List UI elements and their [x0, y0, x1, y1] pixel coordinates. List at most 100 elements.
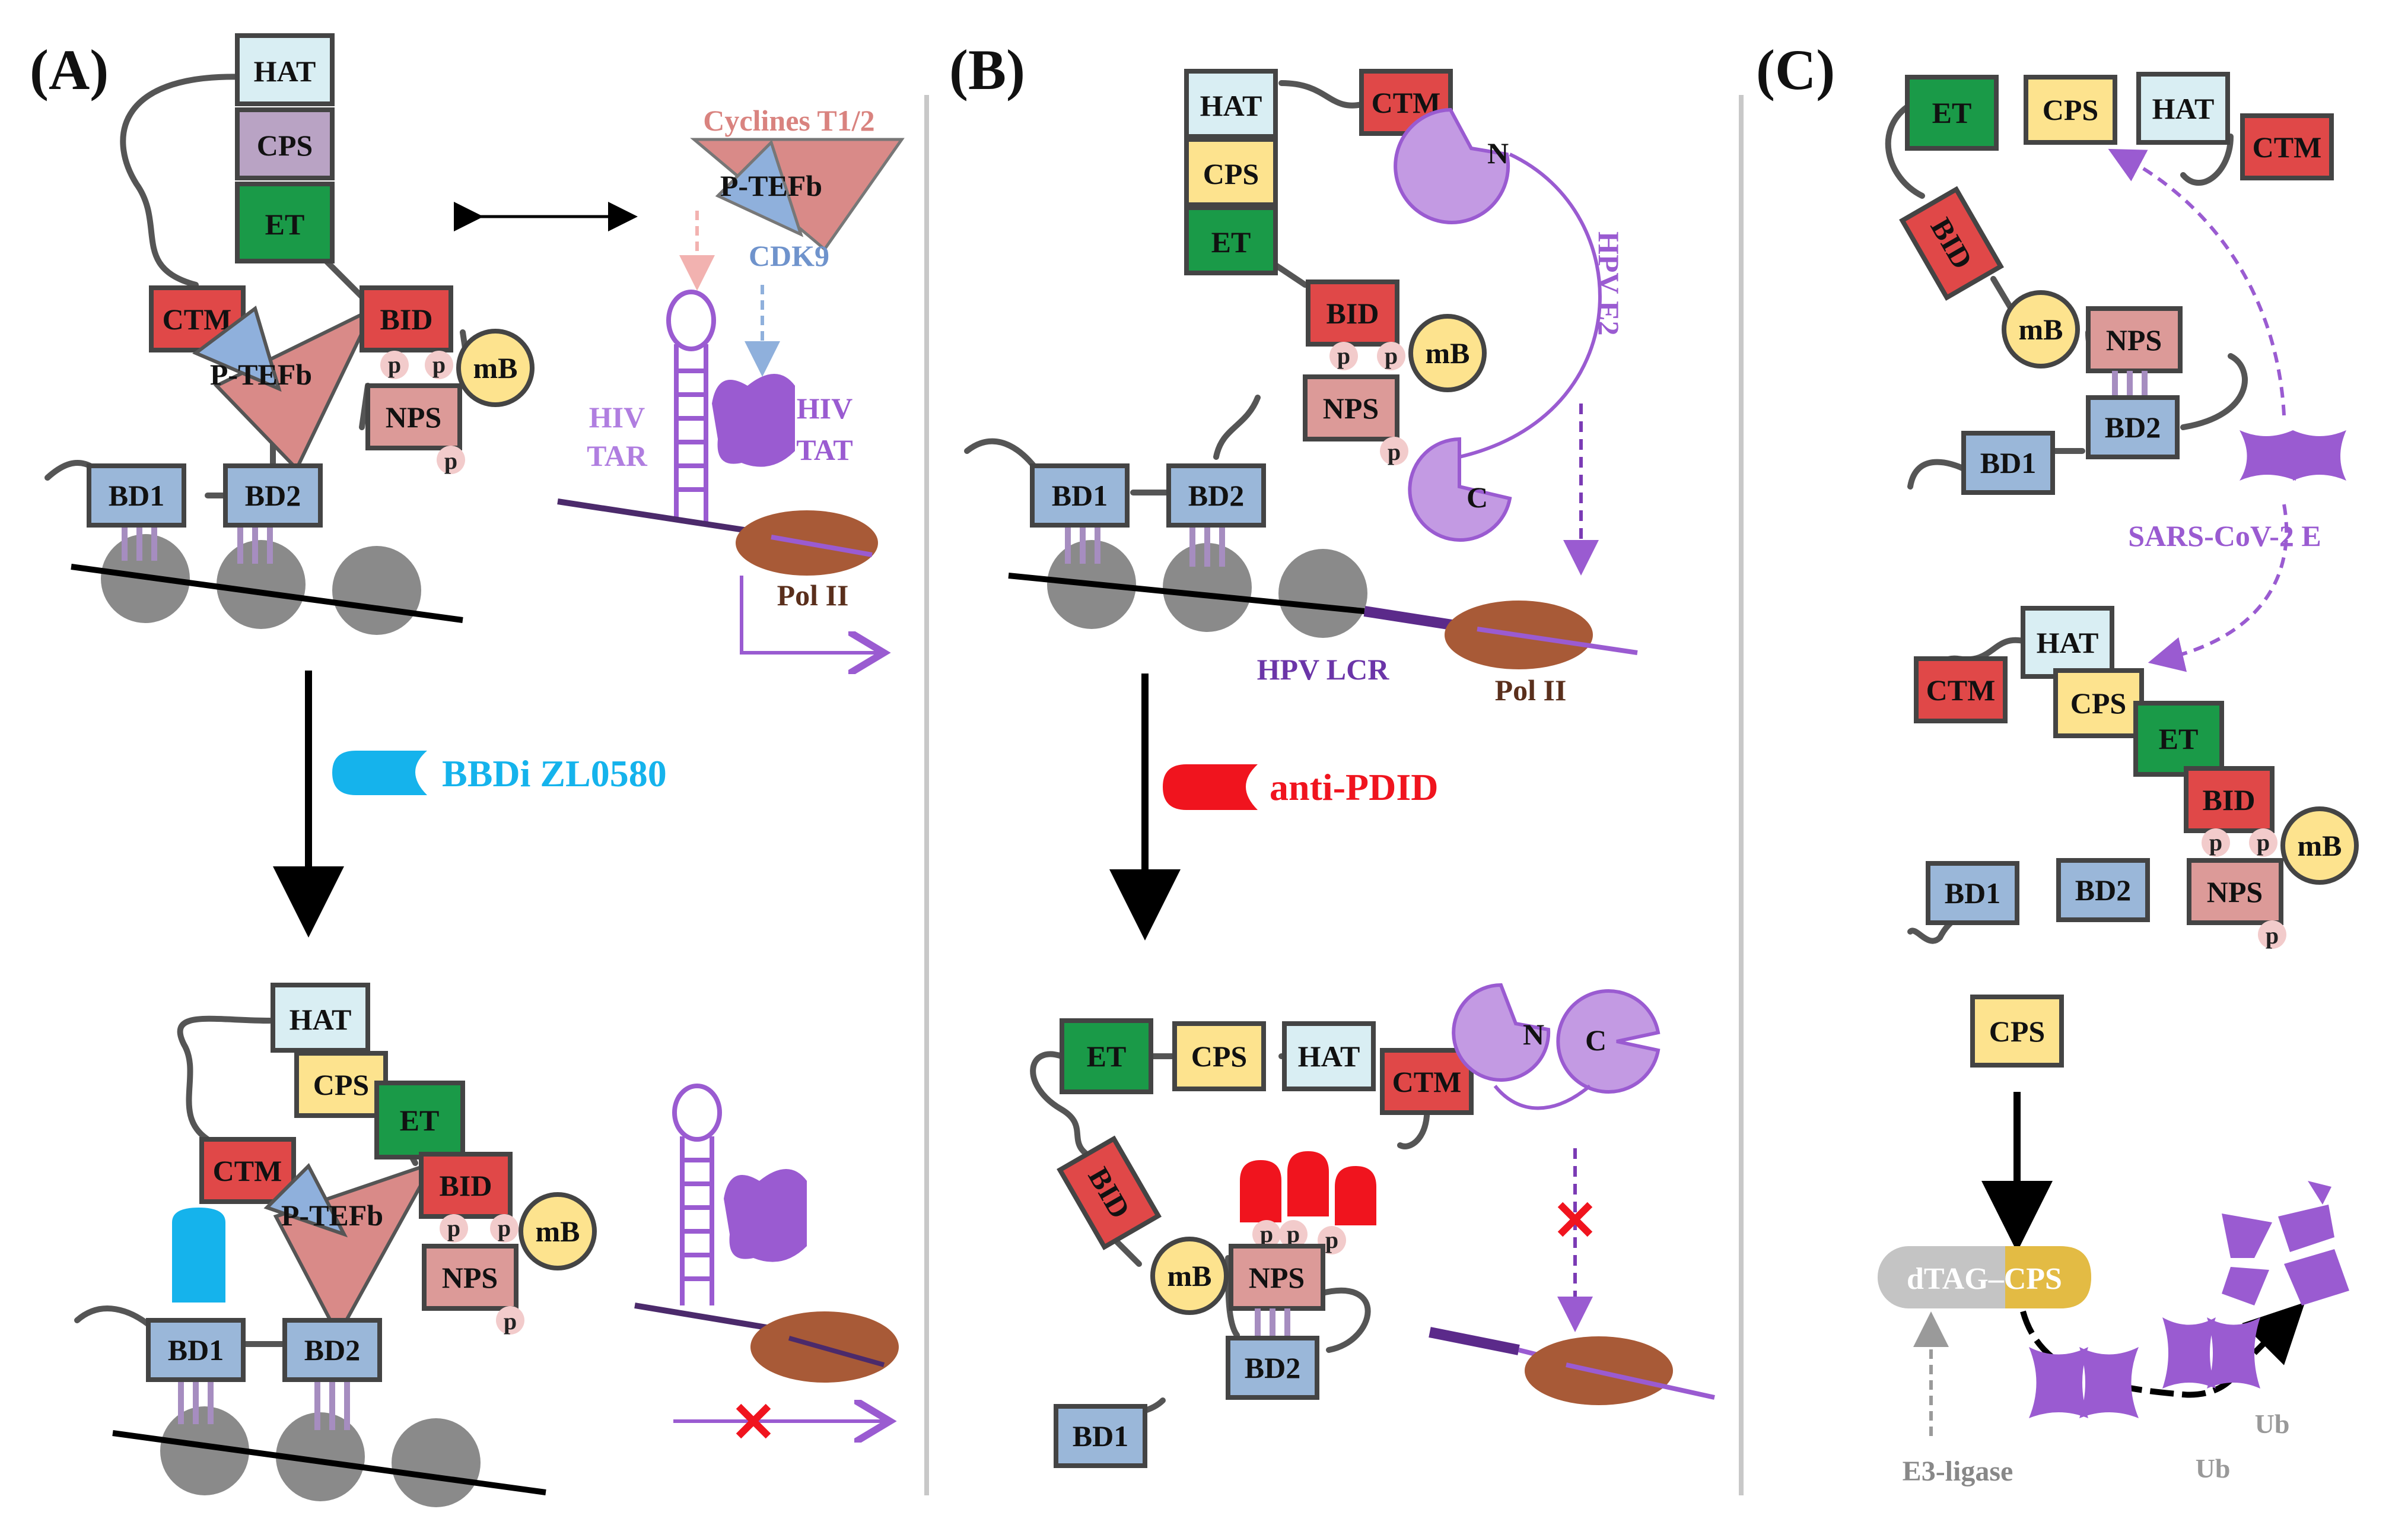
hat-label: HAT: [290, 1003, 352, 1036]
hiv-tar-rna: [672, 1084, 722, 1305]
panel-c-middle: HAT CTM CPS ET BID p p mB NPS p BD1 BD2: [1907, 606, 2359, 949]
bd2-label: BD2: [245, 479, 301, 512]
transcription-arrow: [740, 576, 884, 653]
dna-strand: [112, 1430, 546, 1495]
nucleosome: [1163, 543, 1252, 632]
cps-domain: [2053, 668, 2144, 738]
phospho-label: p: [1337, 342, 1350, 369]
panel-label-a: (A): [30, 38, 109, 101]
panel-label-b: (B): [949, 38, 1025, 101]
bd1-label: BD1: [1073, 1419, 1128, 1453]
ptefb-label: P-TEFb: [720, 169, 822, 202]
hat-label: HAT: [2152, 92, 2215, 125]
ptefb-label: P-TEFb: [281, 1199, 383, 1232]
cyclines-label: Cyclines T1/2: [703, 104, 874, 137]
dna-strand: [1008, 573, 1365, 614]
pol2-label: Pol II: [1495, 674, 1567, 707]
cps-domain: [2024, 75, 2117, 145]
hat-domain: [1184, 69, 1278, 139]
mb-domain: [1150, 1237, 1229, 1315]
cps-label: CPS: [2043, 93, 2098, 126]
panel-c-top: ET CPS HAT CTM BID mB NPS BD2 BD1 SARS-C…: [1885, 72, 2346, 672]
nucleosome: [1278, 549, 1367, 638]
et-label: ET: [1211, 225, 1251, 259]
panel-b-top: HPV LCR Pol II HAT CPS ET CTM BID p p mB…: [964, 69, 1638, 707]
phospho-label: p: [447, 1215, 460, 1241]
bd2-domain: [1226, 1336, 1319, 1400]
acetyl-lysine-bars: [1065, 522, 1225, 567]
e2-c-label: C: [1467, 481, 1488, 514]
hiv-tar-label: HIV: [589, 401, 645, 434]
bd1-label: BD1: [1945, 876, 2000, 910]
et-label: ET: [265, 208, 305, 241]
bd1-label: BD1: [1980, 446, 2036, 479]
et-label: ET: [2159, 722, 2199, 755]
bd1-domain: [1961, 431, 2055, 495]
bd1-domain: [87, 463, 186, 528]
nucleosome: [160, 1406, 249, 1495]
phospho-label: p: [444, 447, 457, 474]
phospho: [496, 1306, 524, 1335]
e-protein-bound: [2029, 1347, 2088, 1418]
bd1-label: BD1: [168, 1333, 224, 1367]
sars-arrow-up: [2108, 148, 2286, 416]
viral-dna: [634, 1303, 778, 1332]
dtag-cps-label: dTAG–CPS: [1907, 1262, 2062, 1296]
cps-label: CPS: [2070, 687, 2126, 720]
bid-domain: [1899, 186, 2004, 301]
cps-domain: [1970, 995, 2064, 1068]
protein-linker: [1885, 104, 2248, 490]
et-domain: [2133, 701, 2224, 777]
phospho: [440, 1214, 468, 1243]
sars-cov-2-e-protein: [2293, 430, 2346, 481]
et-label: ET: [1087, 1040, 1127, 1073]
cps-domain: [1184, 137, 1278, 207]
protein-linker: [74, 1015, 472, 1347]
e-protein-bound: [2162, 1317, 2216, 1389]
nascent-rna: [1477, 627, 1638, 655]
nps-domain: [2086, 306, 2183, 373]
cdk9-label: CDK9: [749, 239, 829, 272]
dtag-pill-cps: [2005, 1246, 2091, 1308]
e2-hinge: [1493, 1084, 1591, 1110]
hiv-tat-protein: [712, 374, 795, 467]
bid-domain: [1057, 1135, 1162, 1250]
blocked-x-icon: [736, 1403, 771, 1439]
phospho-label: p: [432, 351, 446, 378]
sars-arrow-down: [2148, 504, 2289, 672]
cdk9-triangle: [715, 139, 804, 237]
hpv-lcr: [1363, 606, 1461, 631]
bid-label: BID: [380, 303, 433, 336]
bd2-domain: [223, 463, 323, 528]
nucleosome: [276, 1412, 365, 1501]
e-protein-bound: [2207, 1317, 2260, 1389]
hiv-tar-label: TAR: [587, 439, 648, 472]
bbdi-drug-label: BBDi ZL0580: [442, 752, 667, 795]
ctm-domain: [1380, 1048, 1474, 1115]
nascent-rna: [771, 535, 873, 557]
phospho-label: p: [504, 1308, 517, 1335]
mb-domain: [2280, 806, 2359, 885]
bd1-domain: [146, 1318, 246, 1382]
hat-label: HAT: [1200, 89, 1262, 122]
cyclin-triangle: [213, 304, 378, 472]
mb-label: mB: [1168, 1259, 1212, 1292]
et-domain: [1905, 75, 1999, 151]
bd1-domain: [1030, 463, 1130, 528]
nps-label: NPS: [442, 1261, 498, 1294]
phospho-label: p: [1260, 1221, 1273, 1247]
cdk9-triangle: [263, 1162, 348, 1238]
nps-label: NPS: [1323, 392, 1379, 425]
bbdi-bound-icon: [172, 1208, 225, 1303]
mb-domain: [456, 329, 535, 407]
nucleosome: [217, 540, 306, 629]
bid-domain: [419, 1152, 513, 1219]
ub-label: Ub: [2196, 1453, 2231, 1483]
ctm-domain: [199, 1137, 296, 1204]
et-domain: [1060, 1018, 1153, 1094]
nps-domain: [1303, 374, 1399, 441]
pol2-label: Pol II: [777, 579, 849, 612]
bbdi-drug-icon: [332, 751, 427, 795]
degraded-fragments-icon: [2222, 1181, 2349, 1305]
